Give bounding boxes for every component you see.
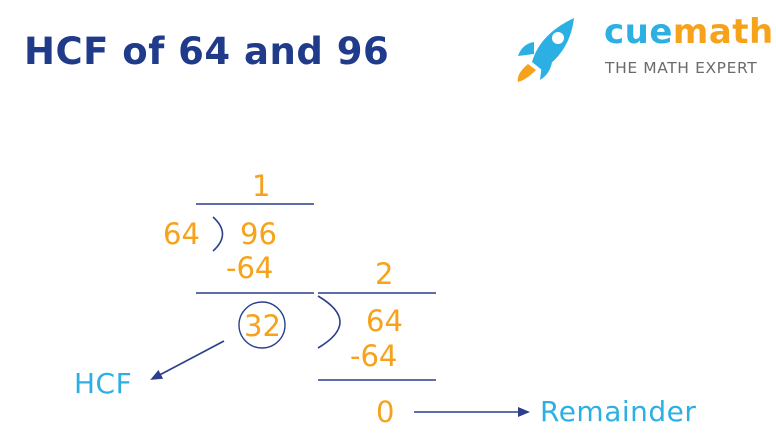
logo-tagline: THE MATH EXPERT [605, 59, 758, 77]
logo-wordmark-cue: cue [604, 12, 673, 52]
step2-division-bracket [317, 295, 341, 349]
remainder-label: Remainder [540, 395, 697, 428]
step1-quotient: 1 [252, 169, 271, 203]
logo-wordmark-math: math [672, 12, 774, 52]
rocket-icon [517, 18, 574, 82]
step1-product: -64 [226, 251, 274, 285]
step2-quotient: 2 [375, 257, 394, 291]
cuemath-logo: cuemath THE MATH EXPERT [512, 12, 774, 84]
step2-dividend: 64 [366, 304, 403, 338]
page-title: HCF of 64 and 96 [24, 30, 390, 73]
step2-remainder: 0 [376, 395, 395, 429]
hcf-arrow [150, 340, 225, 380]
step1-divisor: 64 [163, 217, 200, 251]
step1-dividend: 96 [240, 217, 277, 251]
hcf-circle [238, 301, 286, 349]
step2-product: -64 [350, 339, 398, 373]
step1-division-bracket [212, 216, 224, 252]
step1-remainder-hcf: 32 [244, 309, 281, 343]
logo-wordmark: cuemath [604, 12, 774, 52]
hcf-label: HCF [74, 367, 133, 400]
